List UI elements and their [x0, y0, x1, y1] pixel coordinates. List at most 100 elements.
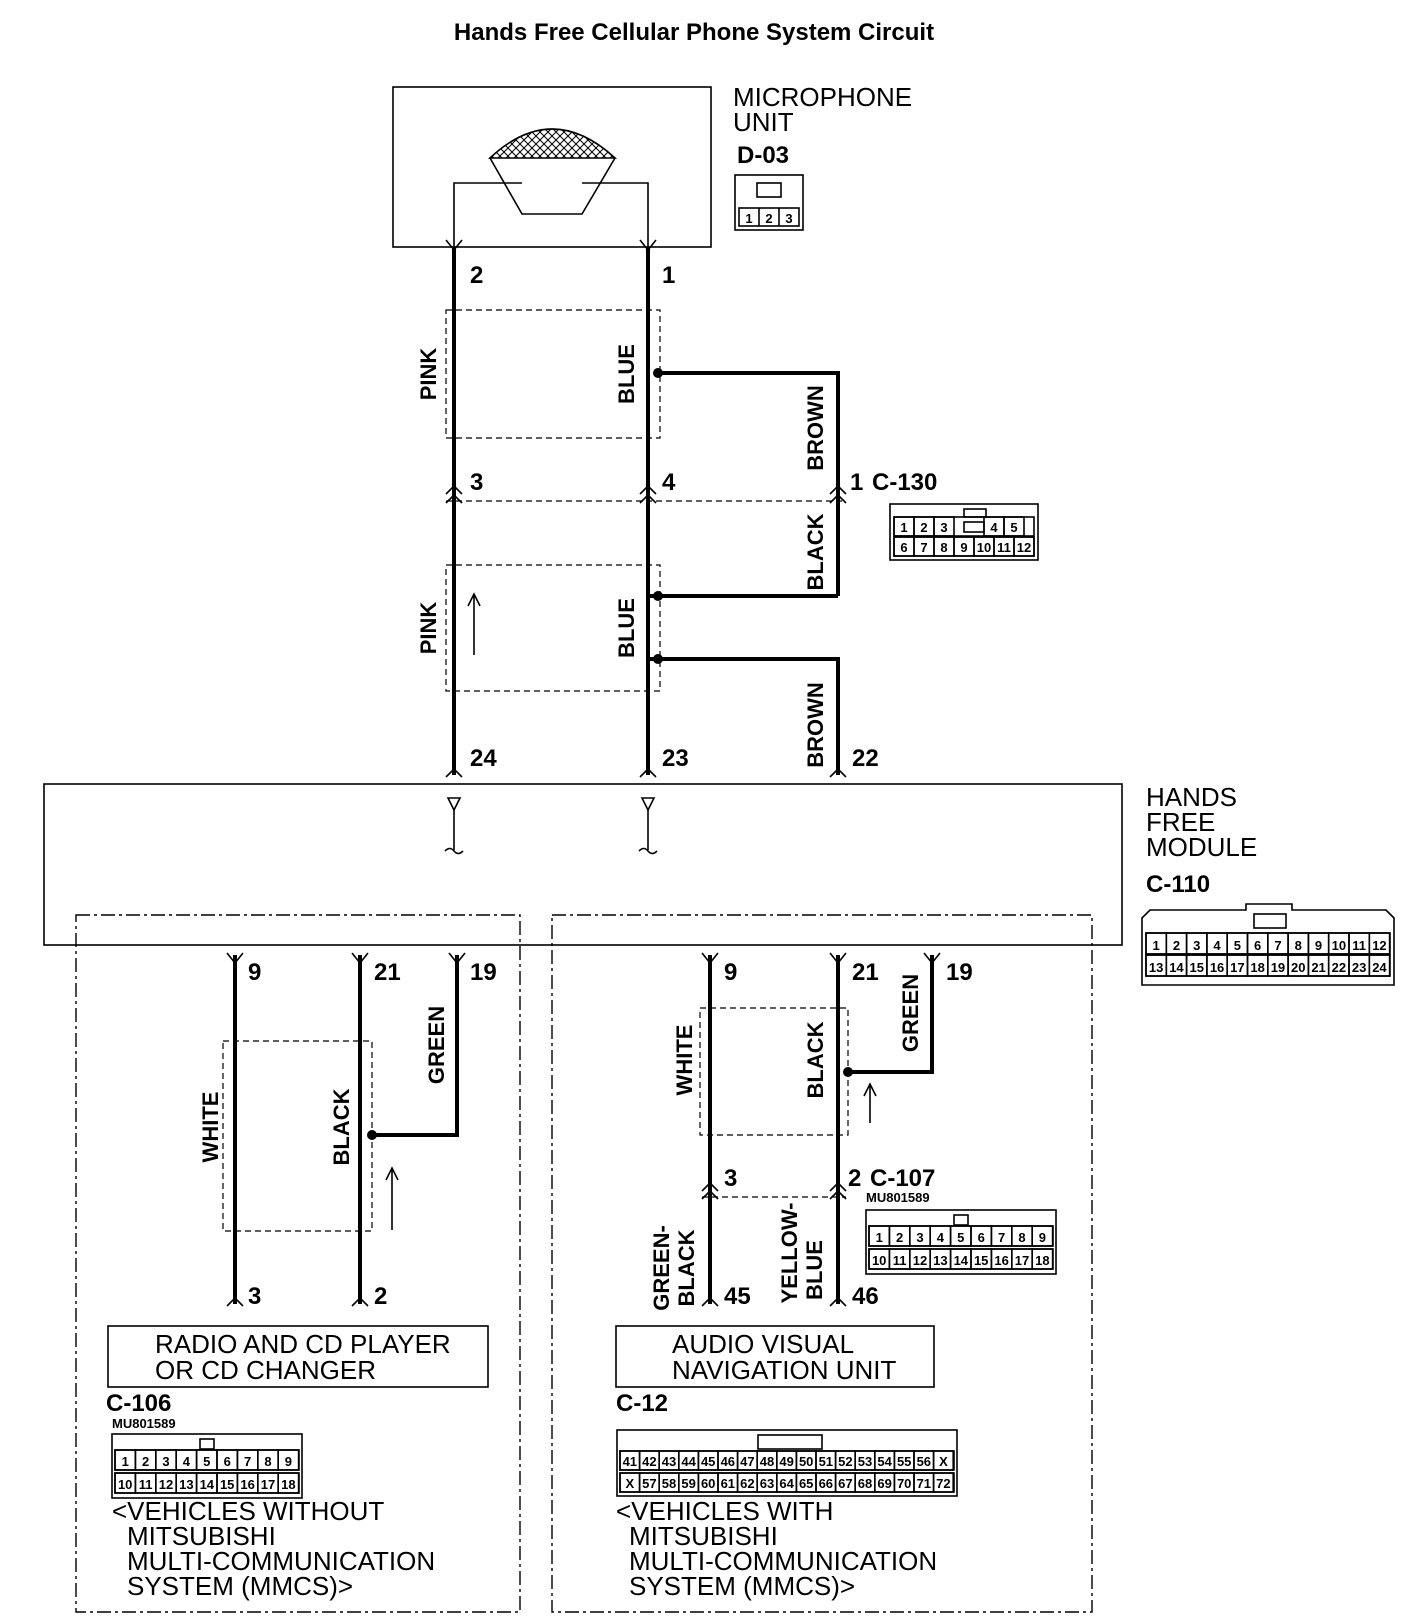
pin-mark [445, 239, 463, 252]
av-nav-unit-box [615, 1325, 935, 1388]
right-note-1: <VEHICLES WITH [616, 1496, 833, 1526]
pin-mark [351, 1296, 369, 1307]
pin-number: 64 [779, 1476, 794, 1491]
pin-number: 62 [740, 1476, 754, 1491]
hfm-label-1: HANDS [1146, 782, 1237, 812]
pin-number: X [939, 1454, 948, 1469]
pin-number: 65 [799, 1476, 813, 1491]
pin-number: 9 [1039, 1230, 1046, 1245]
microphone-unit-box [392, 86, 712, 248]
pin-number: 20 [1291, 960, 1305, 975]
pin-number: 4 [990, 520, 998, 535]
wire-label-pink: PINK [416, 348, 441, 401]
pin-number: 3 [162, 1454, 169, 1469]
splice-dot [653, 368, 663, 378]
pin-number: 8 [940, 540, 947, 555]
pin-number: 56 [917, 1454, 931, 1469]
pin-mark [701, 1181, 719, 1200]
c106-id: C-106 [106, 1390, 171, 1417]
pin-cell [277, 1472, 300, 1494]
pin-number: 10 [872, 1253, 886, 1268]
pin-number: 18 [1250, 960, 1264, 975]
pin-number: 14 [1169, 960, 1184, 975]
pin-number: 10 [118, 1477, 132, 1492]
right-pin-9: 9 [724, 959, 737, 986]
pin-number: 50 [799, 1454, 813, 1469]
pin-cell [933, 516, 955, 537]
c12-id: C-12 [616, 1390, 668, 1417]
pin-mark [445, 484, 463, 504]
left-note-4: SYSTEM (MMCS)> [127, 1571, 353, 1601]
pin-mark [829, 767, 847, 778]
pin-number: 68 [858, 1476, 872, 1491]
left-branch-frame [75, 914, 521, 1613]
hfm-pin-22: 22 [852, 745, 879, 772]
pin-number: 45 [701, 1454, 715, 1469]
pin-number: 70 [897, 1476, 911, 1491]
pin-number: 10 [1332, 938, 1346, 953]
pin-number: 11 [139, 1477, 153, 1492]
pin-number: 61 [721, 1476, 735, 1491]
pin-number: 8 [1295, 938, 1302, 953]
pin-number: 12 [913, 1253, 927, 1268]
pin-number: 11 [997, 540, 1011, 555]
pin-number: 21 [1311, 960, 1325, 975]
pin-number: 5 [203, 1454, 210, 1469]
pin-number: 17 [1230, 960, 1244, 975]
pin-mark [448, 952, 466, 965]
pin-number: 63 [760, 1476, 774, 1491]
splice-dot [653, 654, 663, 664]
pin-number: 69 [877, 1476, 891, 1491]
pin-cell [277, 1449, 300, 1471]
signal-arrow [863, 1082, 877, 1123]
pin-number: 23 [1352, 960, 1366, 975]
pin-number: 55 [897, 1454, 911, 1469]
pin-mark [445, 767, 463, 778]
pin-number: 2 [1173, 938, 1180, 953]
pin-number: 10 [977, 540, 991, 555]
hfm-connector-id: C-110 [1146, 871, 1210, 898]
av-nav-unit-label-2: NAVIGATION UNIT [672, 1355, 896, 1385]
shield-box [699, 1007, 849, 1136]
pin-number: 1 [876, 1230, 883, 1245]
pin-number: 57 [642, 1476, 656, 1491]
pin-number: 18 [281, 1477, 295, 1492]
pin-number: 14 [200, 1477, 215, 1492]
pin-number: 18 [1035, 1253, 1049, 1268]
left-note-2: MITSUBISHI [127, 1521, 276, 1551]
wire-label-black: BLACK [803, 513, 828, 590]
pin-number: 5 [1234, 938, 1241, 953]
pin-number: 12 [1017, 540, 1031, 555]
left-note-3: MULTI-COMMUNICATION [127, 1546, 435, 1576]
pin-number: 47 [740, 1454, 754, 1469]
radio-unit-box [107, 1325, 489, 1388]
left-pin-21: 21 [374, 959, 401, 986]
pin-number: 46 [721, 1454, 735, 1469]
pin-number: 11 [1352, 938, 1366, 953]
pin-number: 1 [122, 1454, 129, 1469]
wire-label-pink: PINK [416, 602, 441, 655]
pin-mark [639, 239, 657, 252]
pin-number: 59 [681, 1476, 695, 1491]
signal-arrow [467, 592, 481, 655]
pin-number: 7 [244, 1454, 251, 1469]
wire-label-green-black-2: BLACK [674, 1229, 699, 1306]
pin-mark [829, 484, 847, 504]
radio-unit-label-1: RADIO AND CD PLAYER [155, 1329, 451, 1359]
hfm-pin-23: 23 [662, 745, 689, 772]
pin-mark [829, 1296, 847, 1307]
pin-cell [932, 1450, 954, 1471]
shield-box [222, 1040, 373, 1232]
pin-number: 54 [877, 1454, 892, 1469]
pin-number: 13 [179, 1477, 193, 1492]
pin-number: 71 [917, 1476, 931, 1491]
splice-dot [653, 591, 663, 601]
pin-number: 16 [1210, 960, 1224, 975]
